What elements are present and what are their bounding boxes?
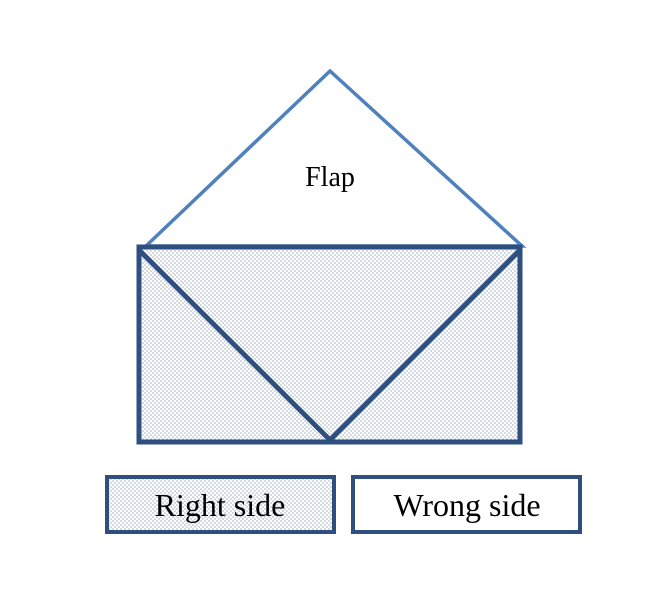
legend-wrong-side-label: Wrong side	[393, 487, 540, 523]
flap-triangle	[141, 68, 527, 248]
flap-label: Flap	[305, 162, 355, 193]
fold-line-left	[137, 248, 332, 442]
envelope-body	[136, 244, 523, 445]
legend-wrong-side: Wrong side	[351, 475, 582, 534]
legend-wrong-side-swatch	[351, 475, 582, 534]
legend-right-side-swatch	[105, 475, 336, 534]
legend-right-side-label: Right side	[155, 487, 286, 523]
fold-line-right	[328, 248, 522, 442]
legend-right-side: Right side	[105, 475, 336, 534]
